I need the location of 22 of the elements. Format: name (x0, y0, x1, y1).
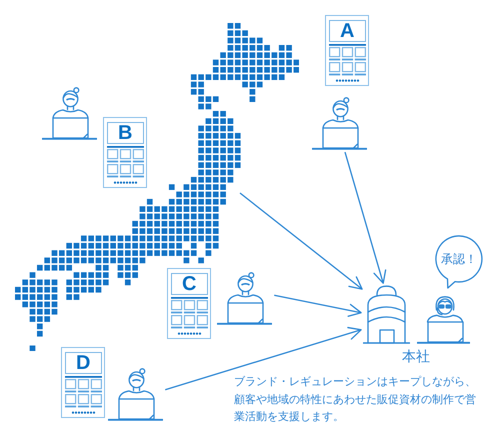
building-icon (363, 285, 410, 344)
brochure (61, 347, 105, 418)
brochure (167, 268, 211, 339)
person-laptop-icon (217, 272, 272, 325)
person-laptop-icon (417, 295, 470, 344)
arrow (240, 192, 363, 290)
brochure (325, 15, 369, 86)
caption-text: ブランド・レギュレーションはキープしながら、顧客や地域の特性にあわせた販促資材の制作で営業活動を支援します。 (234, 374, 477, 426)
arrow (344, 152, 386, 284)
person-laptop-icon (312, 97, 367, 150)
title-panel: D (64, 352, 102, 374)
title-panel: B (106, 122, 144, 144)
speech-bubble (434, 235, 484, 289)
building-label: 本社 (401, 349, 431, 365)
title-panel: C (170, 272, 208, 295)
arrow (274, 294, 362, 317)
arrow (165, 326, 362, 390)
speech-text: 承認！ (440, 250, 478, 268)
brochure (103, 117, 147, 188)
person-laptop-icon (108, 368, 163, 421)
person-laptop-icon (42, 87, 97, 140)
title-panel: A (328, 20, 366, 42)
